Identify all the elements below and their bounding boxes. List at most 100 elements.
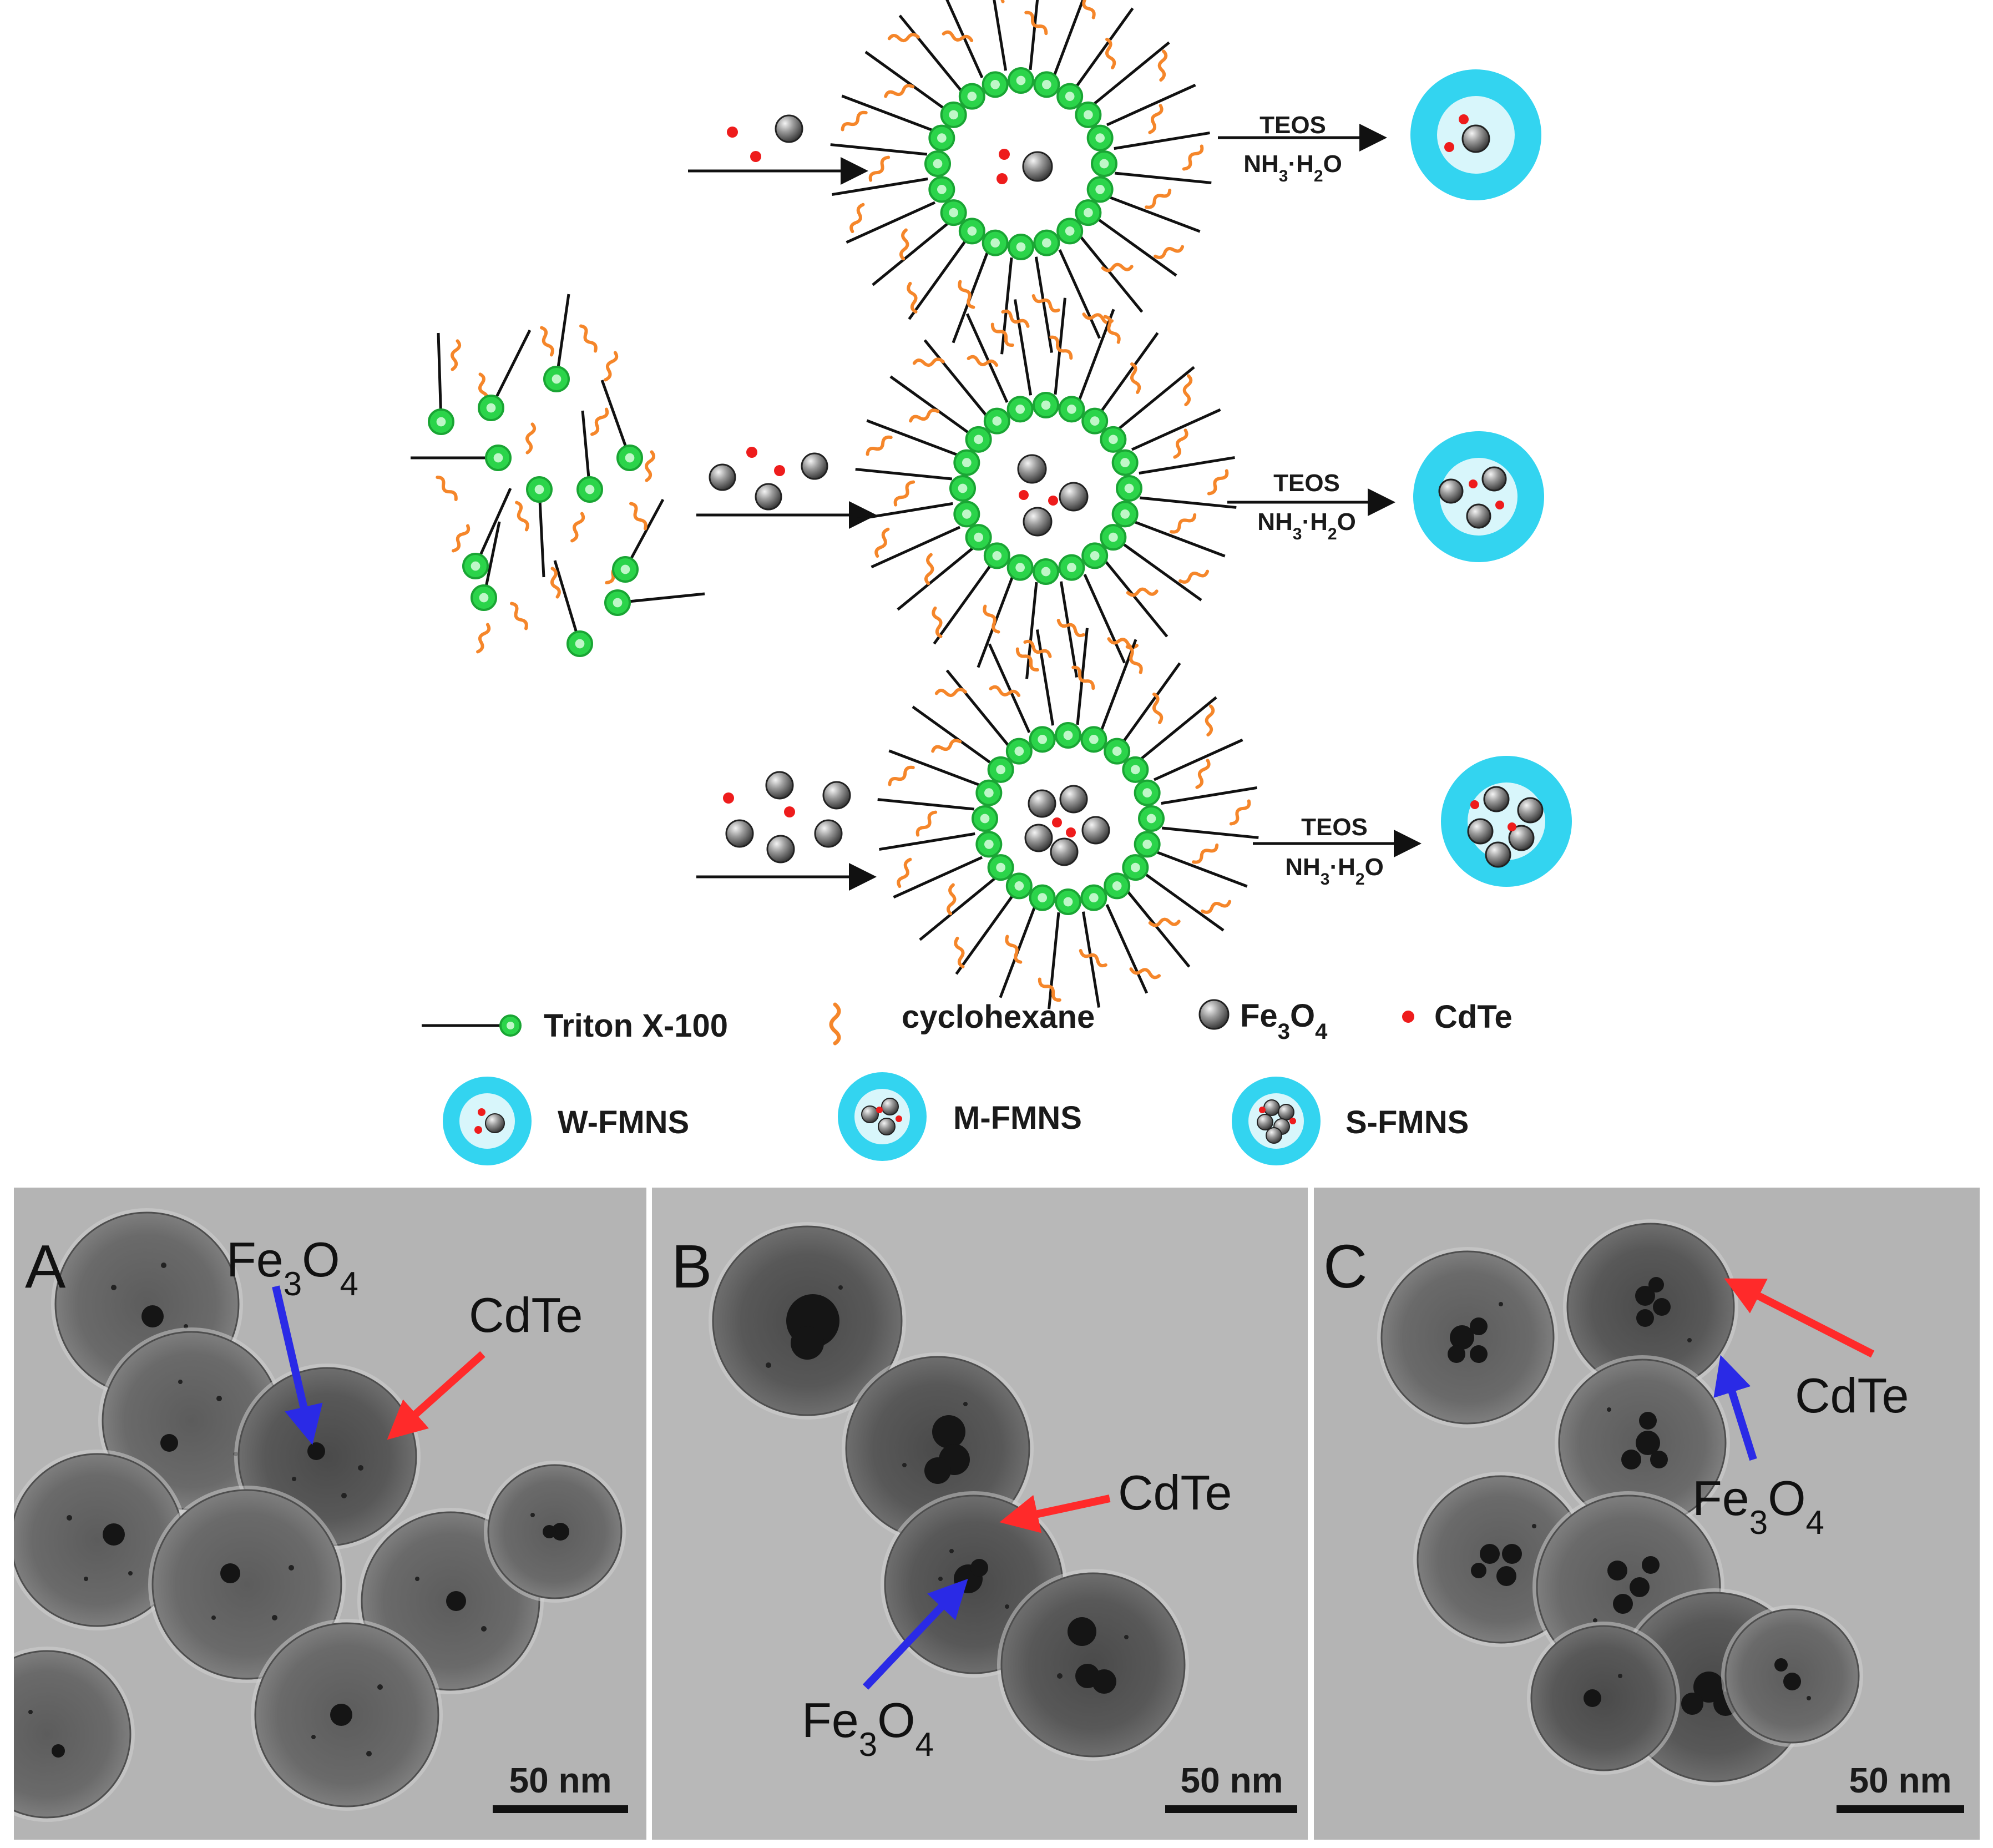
cyclohexane-molecule (897, 857, 912, 888)
cdte-quantum-dot (1508, 822, 1516, 831)
cdte-dot (161, 1263, 166, 1268)
surfactant-tail (1100, 332, 1159, 413)
cyclohexane-molecule (989, 685, 1021, 697)
fmns-sphere (148, 1486, 346, 1683)
fe3o4-nanoparticle (1481, 466, 1507, 492)
surfactant-tail (1075, 7, 1134, 88)
reagent-labels: TEOS NH3·H2O TEOS NH3·H2O TEOS NH3·H2O (1243, 112, 1384, 888)
triton-head-core (493, 453, 503, 463)
surfactant-tail (1059, 581, 1079, 678)
triton-head-core (486, 403, 496, 413)
legend-triton-label: Triton X-100 (544, 1008, 728, 1044)
triton-head-core (1112, 881, 1122, 891)
fe3o4-core (103, 1523, 125, 1546)
cdte-dot (366, 1751, 372, 1756)
surfactant-tail (1156, 850, 1248, 888)
fe3o4-core (1650, 1451, 1668, 1468)
fe3o4-core (1470, 1317, 1488, 1335)
tem-panel-c: C 50 nm CdTe Fe3O4 (1314, 1188, 1980, 1840)
triton-head-core (534, 484, 544, 494)
cdte-dot (184, 1324, 188, 1329)
cyclohexane-molecule (1031, 294, 1060, 313)
cdte-quantum-dot (1495, 501, 1504, 509)
triton-head-core (1041, 400, 1051, 410)
fe3o4-nanoparticle (1024, 824, 1053, 852)
cdte-quantum-dot (1048, 496, 1058, 506)
surfactant-tail (832, 177, 928, 196)
surfactant-tail (1106, 83, 1196, 127)
surfactant-tail (897, 547, 974, 611)
surfactant-tail (955, 894, 1014, 975)
fe3o4-core (1681, 1693, 1703, 1715)
cyclohexane-molecule (1023, 639, 1052, 658)
silica-sphere (1000, 1572, 1186, 1758)
surfactant-tail (1058, 249, 1101, 339)
cyclohexane-molecule (604, 351, 619, 382)
cyclohexane-molecule (510, 602, 528, 630)
cyclohexane-molecule (1148, 104, 1164, 134)
fmns-sphere (14, 1647, 135, 1822)
cyclohexane-molecule (1207, 469, 1229, 496)
surfactant-tail (1144, 872, 1225, 932)
cyclohexane-molecule (1105, 37, 1116, 69)
triton-head-core (575, 639, 585, 649)
reagent-ammonia-row3: NH3·H2O (1285, 854, 1384, 888)
fmns-sphere (709, 1222, 906, 1420)
triton-head-core (1142, 788, 1152, 798)
fe3o4-core (1636, 1309, 1654, 1327)
cyclohexane-molecule (1125, 645, 1143, 674)
tem-images: A 50 nm Fe3O4 CdTe B 50 nm CdTe Fe3O4 (14, 1188, 1980, 1840)
triton-head-core (1014, 746, 1024, 756)
tem-panel-b: B 50 nm CdTe Fe3O4 (652, 1188, 1308, 1840)
tem-panel-a-fe3o4-arrow (272, 1285, 323, 1445)
surfactant-tail (1114, 171, 1212, 184)
surfactant-tail (437, 332, 443, 422)
reagent-teos-row1: TEOS (1259, 112, 1326, 139)
fmns-sphere (251, 1619, 443, 1811)
cdte-dot (84, 1577, 88, 1581)
cyclohexane-molecule (1154, 245, 1185, 259)
cyclohexane-molecule (915, 810, 938, 837)
fe3o4-core (1092, 1669, 1116, 1694)
triton-head-core (974, 532, 984, 542)
surfactant-tail (1035, 629, 1055, 726)
tem-panel-a-cdte-label: CdTe (469, 1287, 583, 1342)
surfactant-tail (846, 201, 936, 244)
surfactant-tail (912, 705, 993, 765)
surfactant-tail (1000, 257, 1013, 355)
product-s-fmns (1441, 756, 1572, 887)
fe3o4-core (791, 1326, 824, 1360)
cyclohexane-molecule (1005, 935, 1023, 964)
cyclohexane-molecule (1229, 799, 1251, 826)
surfactant-tail (879, 832, 975, 851)
triton-head-core (958, 483, 968, 493)
silica-sphere (151, 1489, 342, 1680)
fe3o4-core (330, 1704, 352, 1726)
triton-head-core (949, 110, 959, 120)
fe3o4-core (1607, 1561, 1627, 1581)
silica-sphere (14, 1650, 131, 1819)
triton-head-core (967, 92, 977, 102)
cyclohexane-molecule (942, 30, 974, 42)
cyclohexane-molecule (1169, 513, 1197, 534)
tem-panel-c-cdte-label: CdTe (1795, 1368, 1909, 1423)
cyclohexane-molecule (874, 527, 890, 558)
surfactant-tail (945, 669, 1010, 746)
surfactant-tail (841, 94, 933, 132)
surfactant-tail (489, 329, 532, 409)
cyclohexane-molecule (1157, 49, 1168, 82)
triton-head-core (1038, 893, 1048, 903)
cyclohexane-molecule (550, 567, 561, 599)
cdte-dot (902, 1463, 907, 1467)
cdte-dot (1687, 1338, 1692, 1342)
triton-head-core (1063, 730, 1073, 740)
surfactant-tail (945, 0, 984, 79)
cdte-dot (358, 1465, 363, 1471)
cdte-dot (28, 1710, 33, 1714)
cdte-dot (838, 1285, 843, 1290)
fe3o4-nanoparticle (801, 452, 828, 480)
cyclohexane-molecule (1038, 977, 1061, 1002)
surfactant-tail (888, 749, 980, 787)
fe3o4-core (307, 1442, 325, 1460)
fe3o4-core (1653, 1298, 1671, 1316)
